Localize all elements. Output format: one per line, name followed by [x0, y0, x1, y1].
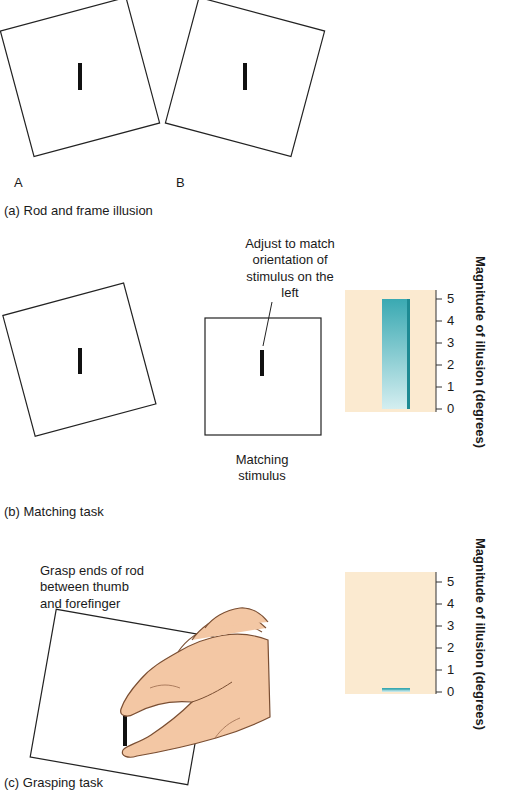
rod [243, 63, 247, 90]
tick-label: 2 [447, 640, 454, 656]
bar [382, 688, 410, 692]
panel-letter: B [176, 175, 185, 191]
tick-label: 4 [447, 313, 454, 329]
tilted-frame [3, 283, 156, 436]
tick-label: 1 [447, 662, 454, 678]
tick-label: 3 [447, 618, 454, 634]
tick-label: 5 [447, 291, 454, 307]
subfigure-caption: (c) Grasping task [4, 775, 103, 791]
tilted-frame [0, 0, 159, 157]
chart-background [345, 572, 436, 694]
rod [123, 716, 127, 746]
tick-label: 0 [447, 401, 454, 417]
callout-text: Adjust to match orientation of stimulus … [238, 236, 342, 301]
axis-line [436, 290, 437, 412]
axis-line [436, 572, 437, 694]
upright-frame [205, 318, 321, 435]
tick-label: 1 [447, 379, 454, 395]
bar-edge [382, 688, 410, 690]
instruction-text: Grasp ends of rod between thumb and fore… [40, 563, 154, 612]
leader-line [263, 302, 272, 346]
bar [382, 299, 410, 409]
chart-background [345, 290, 436, 412]
rod [78, 348, 82, 374]
tick-label: 2 [447, 357, 454, 373]
panel-letter: A [14, 175, 23, 191]
subfigure-caption: (a) Rod and frame illusion [4, 203, 153, 219]
subfigure-caption: (b) Matching task [4, 504, 104, 520]
axis-title: Magnitude of illusion (degrees) [472, 538, 488, 730]
axis-ticks [436, 582, 442, 692]
hand-drawing [121, 608, 270, 757]
tick-label: 0 [447, 684, 454, 700]
tilted-frame [165, 0, 324, 157]
bar-edge [407, 299, 410, 409]
rod [78, 63, 82, 90]
tick-label: 3 [447, 335, 454, 351]
stimulus-label: Matching stimulus [222, 452, 302, 485]
tick-label: 5 [447, 574, 454, 590]
axis-title: Magnitude of illusion (degrees) [472, 256, 488, 448]
rod [260, 350, 264, 376]
axis-ticks [436, 299, 442, 409]
tick-label: 4 [447, 596, 454, 612]
